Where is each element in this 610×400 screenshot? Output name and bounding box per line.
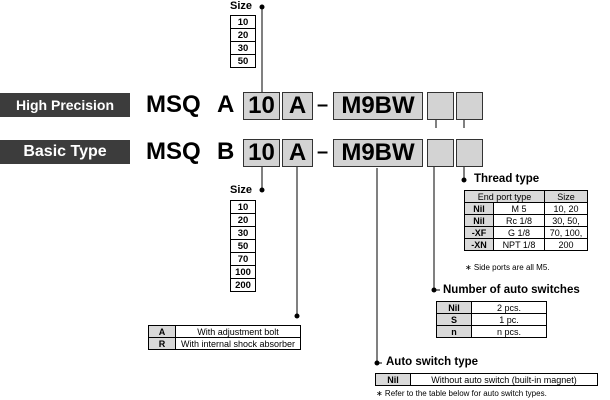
part-thread-box: [456, 139, 483, 167]
thread-port: NPT 1/8: [493, 238, 545, 251]
auto-switch-code: Nil: [375, 373, 411, 386]
num-switch-code: S: [436, 313, 472, 326]
num-switch-desc: 1 pc.: [471, 313, 547, 326]
adjust-desc: With internal shock absorber: [175, 337, 301, 350]
thread-code: -XN: [464, 238, 494, 251]
part-number-switch-box: [427, 139, 454, 167]
adjust-desc: With adjustment bolt: [175, 325, 301, 338]
num-switches-title: Number of auto switches: [443, 284, 580, 296]
size-bottom-dot: [259, 187, 265, 193]
size-top-dot: [259, 4, 265, 10]
thread-port: G 1/8: [493, 226, 545, 239]
size-top-value: 50: [230, 54, 256, 68]
size-bottom-value: 100: [230, 265, 256, 279]
thread-type-title: Thread type: [474, 173, 540, 185]
part-adjust-box: A: [282, 139, 313, 167]
adjust-code: R: [148, 337, 176, 350]
size-top-value: 30: [230, 41, 256, 55]
part-grade: B: [217, 138, 235, 165]
thread-size: 70, 100,: [544, 226, 588, 239]
size-bottom-value: 70: [230, 252, 256, 266]
part-prefix: MSQ: [146, 91, 201, 118]
size-bottom-value: 30: [230, 226, 256, 240]
auto-switch-table: Nil Without auto switch (built-in magnet…: [375, 373, 598, 386]
size-bottom-value: 10: [230, 200, 256, 214]
adjust-dot: [294, 313, 300, 319]
auto-switch-title: Auto switch type: [386, 356, 479, 368]
basic-type-label: Basic Type: [0, 140, 130, 164]
size-bottom-value: 200: [230, 278, 256, 292]
auto-switch-dot: [374, 360, 380, 366]
thread-code: Nil: [464, 202, 494, 215]
size-top-value: 20: [230, 28, 256, 42]
size-bottom-title: Size: [230, 184, 253, 196]
size-top-value: 10: [230, 15, 256, 29]
part-size-box: 10: [243, 92, 280, 120]
high-precision-type-label: High Precision Type: [0, 93, 130, 137]
size-bottom-value: 20: [230, 213, 256, 227]
thread-port: M 5: [493, 202, 545, 215]
num-switch-code: Nil: [436, 301, 472, 314]
part-dash: –: [317, 141, 329, 163]
thread-size: 200: [544, 238, 588, 251]
thread-code: -XF: [464, 226, 494, 239]
part-dash: –: [317, 94, 329, 116]
size-bottom-value: 50: [230, 239, 256, 253]
adjust-options-table: A With adjustment bolt R With internal s…: [148, 325, 301, 350]
thread-code: Nil: [464, 214, 494, 227]
thread-type-note: ∗ Side ports are all M5.: [465, 263, 550, 272]
part-switch-box: M9BW: [333, 92, 423, 120]
thread-header-size: Size: [544, 190, 588, 203]
part-grade: A: [217, 91, 235, 118]
adjust-code: A: [148, 325, 176, 338]
thread-size: 30, 50,: [544, 214, 588, 227]
num-switches-table: Nil 2 pcs. S 1 pc. n n pcs.: [436, 301, 547, 338]
part-switch-box: M9BW: [333, 139, 423, 167]
thread-port: Rc 1/8: [493, 214, 545, 227]
auto-switch-desc: Without auto switch (built-in magnet): [410, 373, 598, 386]
num-switch-desc: 2 pcs.: [471, 301, 547, 314]
thread-type-table: End port type Size Nil M 5 10, 20 Nil Rc…: [464, 190, 588, 251]
thread-header-port: End port type: [464, 190, 545, 203]
size-top-title: Size: [230, 0, 253, 12]
num-switch-dot: [431, 287, 437, 293]
size-bottom-table: 10 20 30 50 70 100 200: [230, 200, 256, 292]
auto-switch-note: ∗ Refer to the table below for auto swit…: [376, 389, 547, 398]
part-thread-box: [456, 92, 483, 120]
part-size-box: 10: [243, 139, 280, 167]
part-adjust-box: A: [282, 92, 313, 120]
num-switch-code: n: [436, 325, 472, 338]
thread-dot: [461, 177, 467, 183]
num-switch-desc: n pcs.: [471, 325, 547, 338]
part-number-switch-box: [427, 92, 454, 120]
part-prefix: MSQ: [146, 138, 201, 165]
size-top-table: 10 20 30 50: [230, 15, 256, 68]
thread-size: 10, 20: [544, 202, 588, 215]
